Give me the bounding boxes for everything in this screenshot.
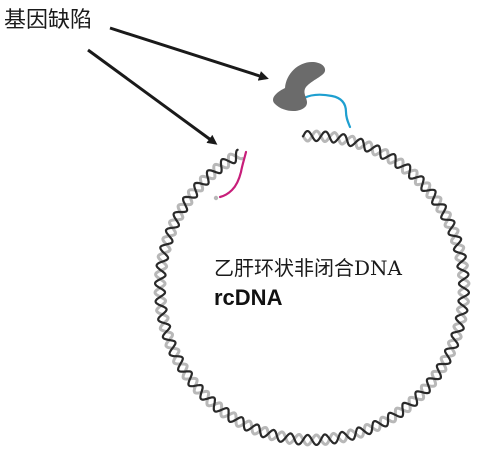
dna-strand-light: [153, 129, 471, 447]
gene-defect-label: 基因缺陷: [4, 8, 93, 33]
cyan-primer-segment: [302, 93, 352, 129]
polymerase-protein: [273, 62, 326, 112]
arrow-to-gap: [87, 48, 218, 145]
magenta-segment-end-dot: [213, 195, 219, 201]
dna-strand-dark: [154, 130, 470, 446]
arrow-to-protein: [109, 26, 269, 81]
rcdna-english-label: rcDNA: [214, 285, 283, 310]
magenta-strand-segment: [218, 150, 248, 199]
rcdna-chinese-label: 乙肝环状非闭合DNA: [214, 256, 402, 280]
